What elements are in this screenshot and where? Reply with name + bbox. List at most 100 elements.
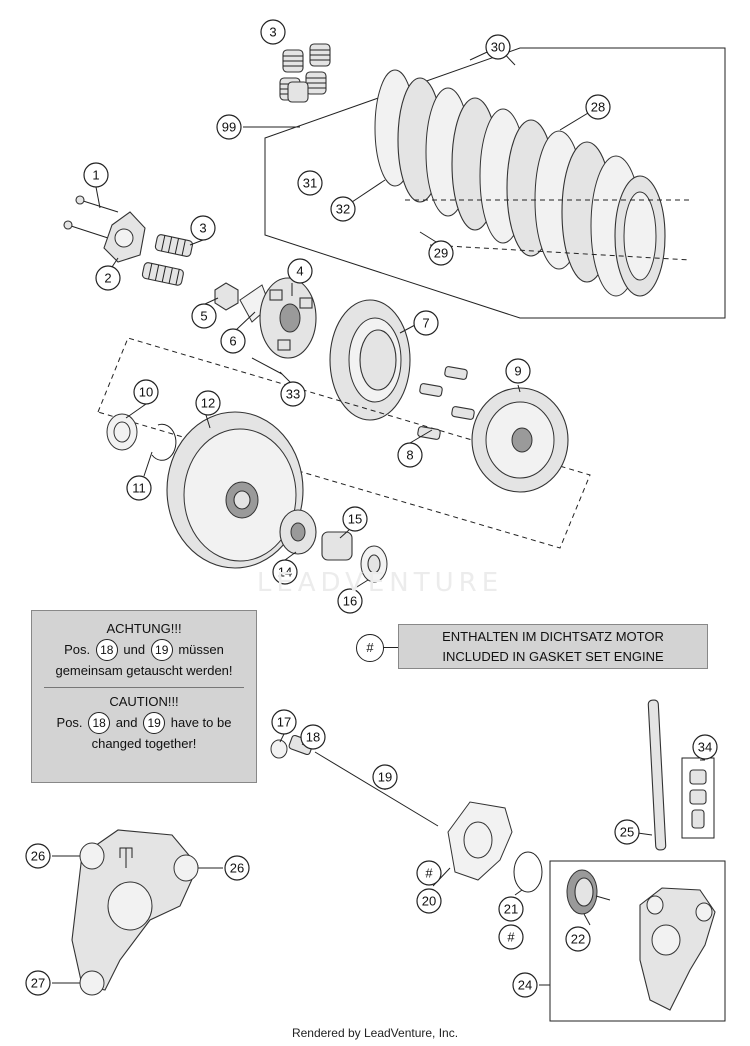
jl-logo-icon: [119, 847, 133, 868]
callout-12: 12: [195, 390, 221, 416]
plate-stack-guide: [405, 199, 691, 261]
svg-text:26: 26: [31, 849, 45, 864]
watermark: LEADVENTURE: [256, 568, 504, 598]
slave-cylinder-box: [549, 860, 726, 1022]
callout-27: 27: [25, 970, 51, 996]
damper-springs: [417, 366, 475, 440]
callout-5: 5: [191, 303, 217, 329]
svg-text:21: 21: [504, 902, 518, 917]
svg-text:6: 6: [229, 334, 236, 349]
svg-text:14: 14: [278, 565, 292, 580]
callout-17: 17: [271, 709, 297, 735]
callout-26-right: 26: [224, 855, 250, 881]
seal-ring-inner: [113, 421, 131, 443]
callout-11: 11: [126, 475, 152, 501]
ref-circle-18: 18: [88, 712, 111, 734]
svg-text:#: #: [507, 930, 515, 945]
clutch-plate-kit-outline: [264, 47, 726, 319]
push-rod: [314, 751, 439, 827]
callout-4: 4: [287, 258, 313, 284]
note-en-line2: changed together!: [91, 736, 197, 751]
ref-circle-18: 18: [95, 639, 118, 661]
callout-2: 2: [95, 265, 121, 291]
callout-8: 8: [397, 442, 423, 468]
clutch-basket-inner: [329, 299, 411, 421]
callout-21-hash: #: [498, 924, 524, 950]
needle-bearing: [321, 531, 353, 561]
legend-hash-symbol: #: [356, 634, 384, 662]
clutch-basket: [166, 411, 304, 569]
svg-text:99: 99: [222, 120, 236, 135]
ref-circle-19: 19: [143, 712, 166, 734]
svg-text:4: 4: [296, 264, 303, 279]
callout-25: 25: [614, 819, 640, 845]
clutch-hub-inner: [259, 277, 317, 359]
slave-cylinder-cover: [639, 887, 716, 1011]
callout-18: 18: [300, 724, 326, 750]
legend-gasket-set: ENTHALTEN IM DICHTSATZ MOTOR INCLUDED IN…: [398, 624, 708, 669]
note-divider: [44, 687, 244, 688]
callout-28: 28: [585, 94, 611, 120]
svg-text:16: 16: [343, 594, 357, 609]
svg-text:10: 10: [139, 385, 153, 400]
svg-text:29: 29: [434, 246, 448, 261]
callout-20-hash: #: [416, 860, 442, 886]
slave-piston: [566, 869, 611, 915]
callout-32: 32: [330, 196, 356, 222]
svg-text:7: 7: [422, 316, 429, 331]
svg-text:20: 20: [422, 894, 436, 909]
legend-connector: [383, 647, 399, 648]
svg-text:11: 11: [132, 481, 146, 496]
warning-note-german: ACHTUNG!!! Pos. 18 und 19 müssen gemeins…: [32, 611, 256, 681]
clutch-slave-cover: [71, 829, 199, 996]
svg-text:5: 5: [200, 309, 207, 324]
basket-assembly-frame: [97, 337, 591, 549]
callout-1: 1: [83, 162, 109, 188]
circlip: [151, 423, 177, 461]
callout-33: 33: [280, 381, 306, 407]
callout-15: 15: [342, 506, 368, 532]
callout-16: 16: [337, 588, 363, 614]
svg-text:15: 15: [348, 512, 362, 527]
callout-34: 34: [692, 734, 718, 760]
clutch-nut: [214, 282, 239, 311]
callout-99: 99: [216, 114, 242, 140]
callout-3-mid: 3: [190, 215, 216, 241]
svg-text:33: 33: [286, 387, 300, 402]
footer-credit: Rendered by LeadVenture, Inc.: [291, 1026, 459, 1040]
clutch-springs-top: [279, 43, 331, 103]
callout-3-top: 3: [260, 19, 286, 45]
note-en-line1: Pos. 18 and 19 have to be: [32, 712, 256, 734]
svg-text:26: 26: [230, 861, 244, 876]
callout-29: 29: [428, 240, 454, 266]
push-rod-short: [251, 357, 283, 375]
clutch-springs-mid: [141, 234, 194, 286]
svg-text:30: 30: [491, 40, 505, 55]
svg-text:28: 28: [591, 100, 605, 115]
note-de-line2: gemeinsam getauscht werden!: [55, 663, 233, 678]
callout-24: 24: [512, 972, 538, 998]
primary-drive-gear: [471, 387, 569, 493]
callout-10: 10: [133, 379, 159, 405]
svg-text:27: 27: [31, 976, 45, 991]
warning-note-english: CAUTION!!! Pos. 18 and 19 have to be cha…: [32, 692, 256, 754]
svg-text:3: 3: [199, 221, 206, 236]
svg-text:8: 8: [406, 448, 413, 463]
svg-text:31: 31: [303, 176, 317, 191]
svg-text:#: #: [425, 866, 433, 881]
svg-text:24: 24: [518, 978, 532, 993]
ref-circle-19: 19: [150, 639, 173, 661]
bolt-and-pressure-plate: [63, 195, 146, 263]
callout-31: 31: [297, 170, 323, 196]
legend-line1: ENTHALTEN IM DICHTSATZ MOTOR: [442, 629, 664, 644]
svg-text:32: 32: [336, 202, 350, 217]
thrust-washer-inner: [367, 554, 381, 574]
legend-line2: INCLUDED IN GASKET SET ENGINE: [442, 649, 664, 664]
svg-text:19: 19: [378, 770, 392, 785]
note-de-title: ACHTUNG!!!: [106, 621, 182, 636]
svg-text:17: 17: [277, 715, 291, 730]
o-ring: [513, 851, 543, 893]
callout-22: 22: [565, 926, 591, 952]
svg-text:2: 2: [104, 271, 111, 286]
svg-text:22: 22: [571, 932, 585, 947]
